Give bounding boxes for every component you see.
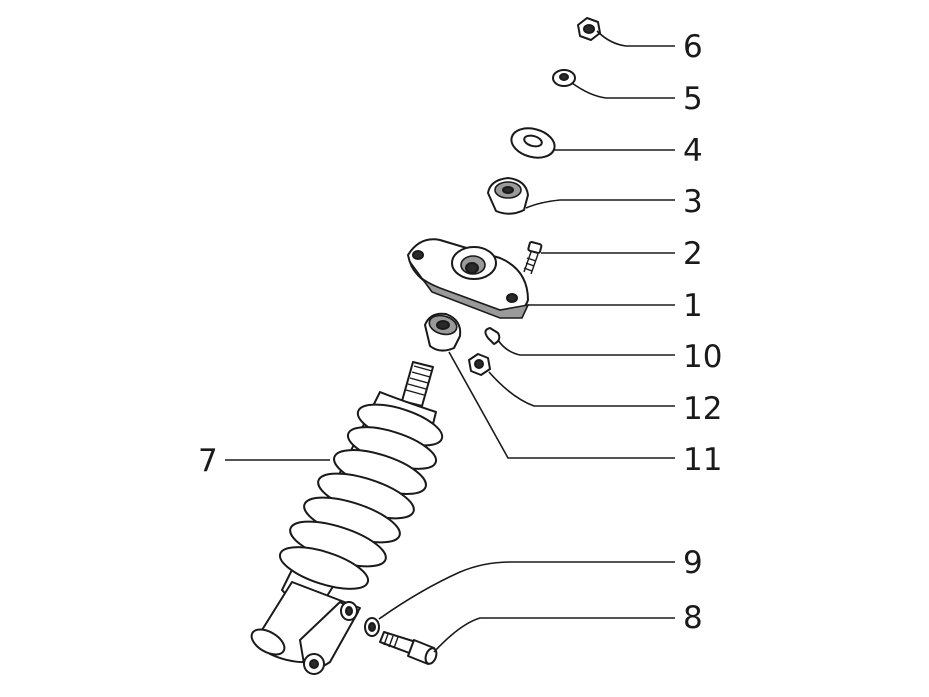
callout-6: 6: [683, 29, 703, 65]
part-3-rubber-bush: [487, 177, 529, 215]
part-9-washer: [364, 617, 380, 637]
callout-4: 4: [683, 133, 703, 169]
part-6-hex-nut: [577, 17, 601, 41]
leader-8: [433, 617, 675, 653]
part-7-shock-absorber: [250, 361, 444, 675]
callout-9: 9: [683, 545, 703, 581]
leader-6: [596, 30, 675, 47]
part-10-clip: [484, 327, 501, 345]
callout-1: 1: [683, 288, 703, 324]
callout-3: 3: [683, 184, 703, 220]
callout-11: 11: [683, 442, 722, 478]
leader-lines: [225, 30, 675, 653]
part-5-small-washer: [552, 69, 576, 87]
leader-5: [571, 82, 675, 99]
part-2-screw: [523, 241, 543, 275]
callout-5: 5: [683, 81, 703, 117]
leader-3: [525, 199, 675, 209]
callout-7: 7: [198, 443, 218, 479]
part-8-bolt: [379, 631, 438, 665]
leader-12: [488, 371, 675, 407]
part-4-flat-washer: [510, 127, 556, 159]
callout-2: 2: [683, 236, 703, 272]
callout-10: 10: [683, 339, 722, 375]
leader-11: [448, 351, 675, 459]
callout-12: 12: [683, 391, 722, 427]
callout-8: 8: [683, 600, 703, 636]
part-1-mounting-bracket: [407, 238, 530, 319]
leader-10: [497, 339, 675, 356]
leader-9: [378, 561, 675, 620]
part-11-spacer-bush: [424, 312, 462, 352]
callout-labels: 6 5 4 3 2 1 10 12 11 7 9 8: [198, 29, 722, 636]
part-12-nut: [468, 353, 491, 376]
